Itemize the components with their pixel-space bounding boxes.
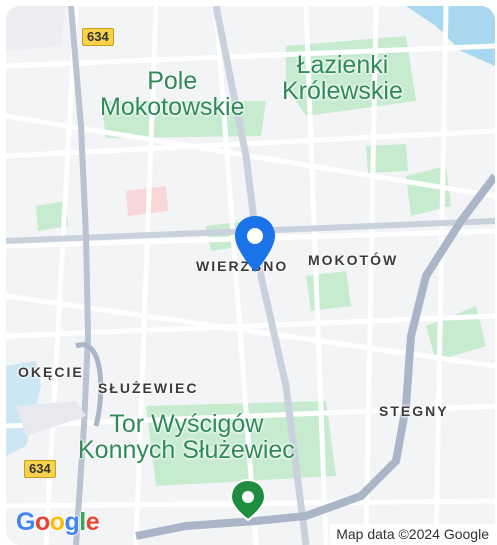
place-marker-icon[interactable]: [228, 478, 268, 522]
label-stegny: STEGNY: [379, 403, 449, 419]
road-shield-634-bottom: 634: [24, 460, 56, 478]
label-lazienki-krolewskie: Łazienki Królewskie: [282, 51, 403, 105]
map-view[interactable]: 634 634 Pole Mokotowskie Łazienki Królew…: [6, 6, 495, 545]
label-tor-wyscigow: Tor Wyścigów Konnych Służewiec: [78, 410, 295, 464]
label-pole-mokotowskie: Pole Mokotowskie: [100, 67, 245, 121]
label-okecie: OKĘCIE: [18, 364, 84, 380]
label-sluzewiec: SŁUŻEWIEC: [98, 380, 199, 396]
google-logo: Google: [16, 508, 100, 536]
river-vistula: [406, 6, 495, 66]
expressway-s2: [135, 173, 495, 540]
location-pin-icon[interactable]: [232, 214, 278, 276]
road-shield-634-top: 634: [82, 28, 114, 46]
park-lazienki: [286, 36, 416, 116]
label-wierzbno: WIERZBNO: [196, 258, 289, 274]
map-attribution[interactable]: Map data ©2024 Google: [330, 524, 495, 545]
label-mokotow: MOKOTÓW: [308, 252, 399, 268]
